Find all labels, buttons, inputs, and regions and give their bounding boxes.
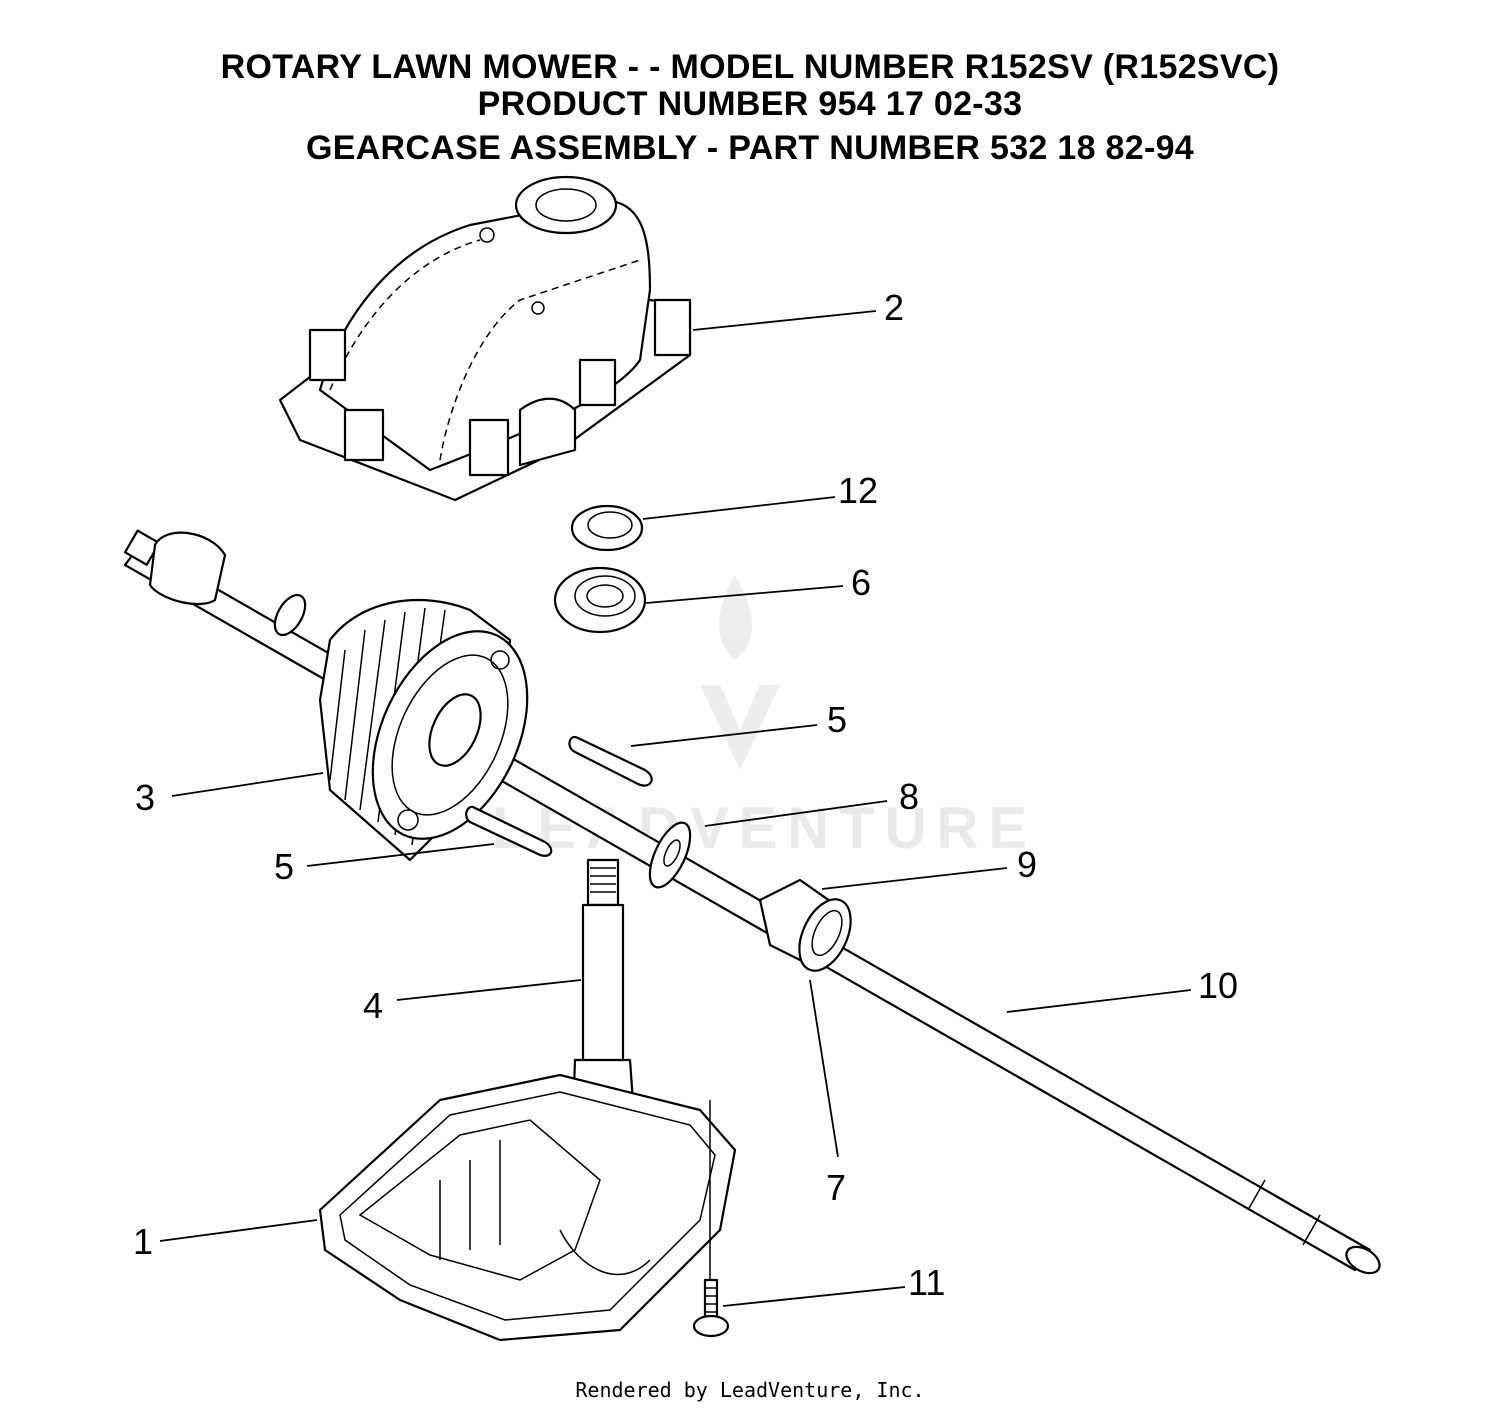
part-cross-pin-upper (568, 735, 653, 787)
part-ball-bearing (553, 566, 647, 634)
part-small-bearing (570, 504, 644, 552)
callout-7: 7 (826, 1167, 846, 1208)
callout-1: 1 (133, 1221, 153, 1262)
callout-10: 10 (1198, 965, 1238, 1006)
callout-5-upper: 5 (827, 699, 847, 740)
callout-5-lower: 5 (274, 846, 294, 887)
diagram-title-product: PRODUCT NUMBER 954 17 02-33 (477, 85, 1023, 123)
footer-credit: Rendered by LeadVenture, Inc. (575, 1378, 925, 1402)
leader-lines (159, 310, 1192, 1307)
part-screw (692, 1100, 730, 1338)
callout-4: 4 (363, 985, 383, 1026)
part-cross-pin-lower (465, 805, 553, 857)
callout-3: 3 (135, 777, 155, 818)
watermark-logo: LEADVENTURE (492, 575, 1027, 861)
part-bevel-gear (318, 598, 529, 862)
diagram-title-assembly: GEARCASE ASSEMBLY - PART NUMBER 532 18 8… (305, 129, 1194, 167)
callout-9: 9 (1017, 844, 1037, 885)
part-axle-shaft (123, 543, 1381, 1275)
callout-6: 6 (851, 562, 871, 603)
part-axle-end-bushing (124, 529, 307, 637)
part-upper-gearcase-housing (278, 175, 692, 502)
part-thrust-washer (648, 821, 692, 889)
part-needle-bearing (798, 898, 852, 972)
callout-12: 12 (838, 470, 878, 511)
callout-8: 8 (899, 776, 919, 817)
callout-2: 2 (884, 287, 904, 328)
callout-11: 11 (908, 1262, 945, 1303)
callout-numbers: 2 12 6 5 3 8 5 9 4 10 7 1 11 (133, 287, 1238, 1303)
diagram-title-model: ROTARY LAWN MOWER - - MODEL NUMBER R152S… (220, 48, 1280, 86)
part-lower-gearcase-housing (318, 1073, 737, 1342)
